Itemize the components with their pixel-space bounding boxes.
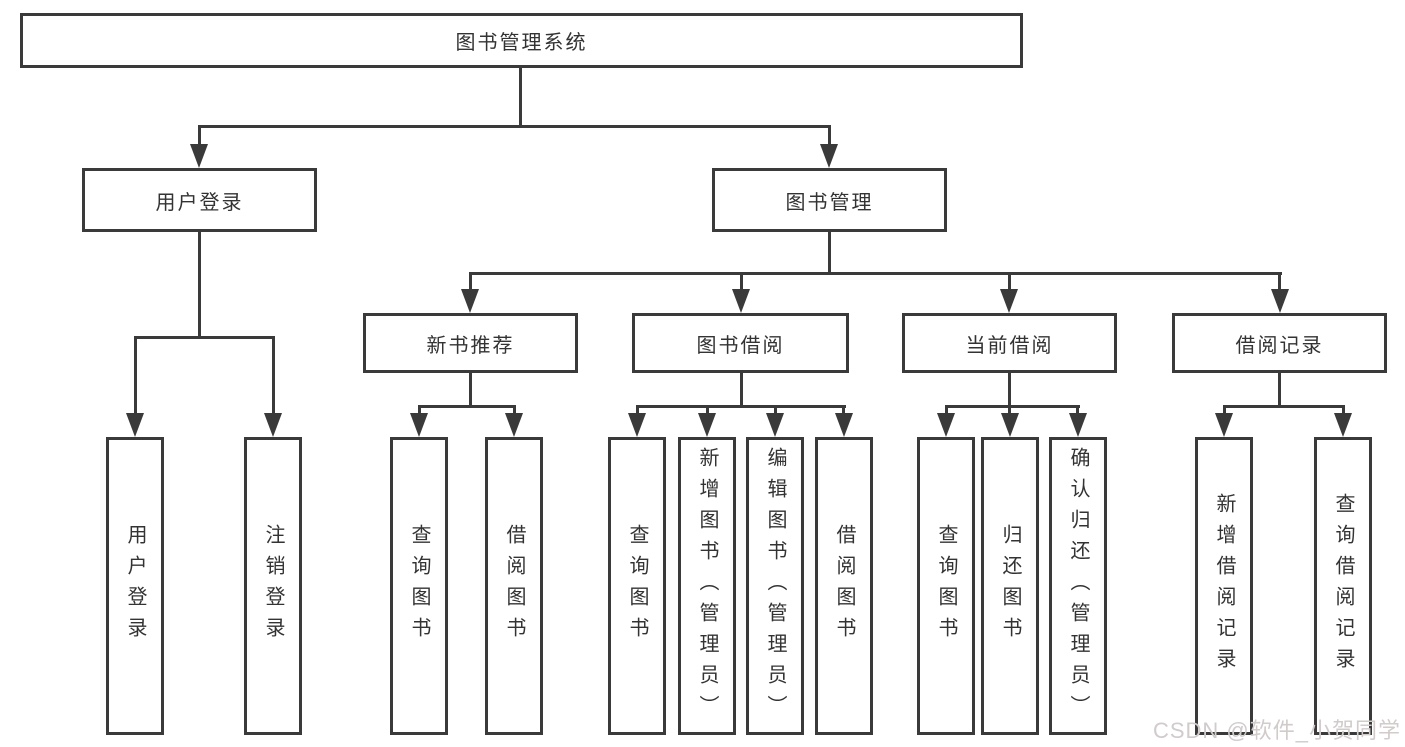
leaf-label: 注销登录 xyxy=(262,524,284,648)
leaf-label: 查询图书 xyxy=(626,524,648,648)
connector-shaft xyxy=(828,125,831,148)
leaf-edit-books-admin: 编辑图书（管理员） xyxy=(746,437,804,735)
arrowhead-down xyxy=(126,413,144,437)
arrowhead-down xyxy=(505,413,523,437)
leaf-label: 归还图书 xyxy=(999,524,1021,648)
node-library-management-system: 图书管理系统 xyxy=(20,13,1023,68)
arrowhead-down xyxy=(835,413,853,437)
connector-level2-rail xyxy=(198,125,831,128)
leaf-query-books: 查询图书 xyxy=(917,437,975,735)
leaf-label: 查询图书 xyxy=(935,524,957,648)
arrowhead-down xyxy=(698,413,716,437)
connector-shaft xyxy=(513,405,516,417)
leaf-confirm-return-admin: 确认归还（管理员） xyxy=(1049,437,1107,735)
connector-book-management-drop xyxy=(828,232,831,272)
connector-shaft xyxy=(1008,272,1011,292)
arrowhead-down xyxy=(410,413,428,437)
arrowhead-down xyxy=(1271,289,1289,313)
connector-book-borrowing-drop xyxy=(740,373,743,405)
arrowhead-down xyxy=(190,144,208,168)
leaf-label: 编辑图书（管理员） xyxy=(764,446,786,726)
connector-new-book-rail xyxy=(418,405,516,408)
connector-borrowing-records-rail xyxy=(1223,405,1345,408)
leaf-label: 借阅图书 xyxy=(833,524,855,648)
connector-level3-rail xyxy=(469,272,1282,275)
connector-shaft xyxy=(1008,405,1011,417)
connector-shaft xyxy=(636,405,639,417)
csdn-watermark: CSDN @软件_小贺同学 xyxy=(1152,718,1401,743)
connector-root-drop xyxy=(519,68,522,125)
leaf-borrow-books: 借阅图书 xyxy=(485,437,543,735)
arrowhead-down xyxy=(264,413,282,437)
arrowhead-down xyxy=(1000,289,1018,313)
connector-shaft xyxy=(272,336,275,416)
leaf-query-books: 查询图书 xyxy=(390,437,448,735)
leaf-user-login: 用户登录 xyxy=(106,437,164,735)
node-borrowing-records: 借阅记录 xyxy=(1172,313,1387,373)
connector-current-borrowing-drop xyxy=(1008,373,1011,405)
connector-new-book-drop xyxy=(469,373,472,405)
node-current-borrowing: 当前借阅 xyxy=(902,313,1117,373)
leaf-add-books-admin: 新增图书（管理员） xyxy=(678,437,736,735)
connector-user-login-drop xyxy=(198,232,201,336)
connector-shaft xyxy=(774,405,777,417)
connector-shaft xyxy=(1278,272,1281,292)
connector-borrowing-records-drop xyxy=(1278,373,1281,405)
leaf-borrow-books: 借阅图书 xyxy=(815,437,873,735)
leaf-label: 新增图书（管理员） xyxy=(696,446,718,726)
leaf-logout: 注销登录 xyxy=(244,437,302,735)
connector-shaft xyxy=(706,405,709,417)
connector-shaft xyxy=(842,405,845,417)
node-label: 图书管理 xyxy=(785,191,874,214)
arrowhead-down xyxy=(461,289,479,313)
connector-shaft xyxy=(945,405,948,417)
arrowhead-down xyxy=(1001,413,1019,437)
leaf-label: 新增借阅记录 xyxy=(1213,493,1235,679)
node-label: 图书借阅 xyxy=(696,334,785,357)
arrowhead-down xyxy=(732,289,750,313)
leaf-return-books: 归还图书 xyxy=(981,437,1039,735)
connector-shaft xyxy=(1223,405,1226,417)
arrowhead-down xyxy=(628,413,646,437)
leaf-label: 查询借阅记录 xyxy=(1332,493,1354,679)
leaf-label: 用户登录 xyxy=(124,524,146,648)
connector-user-login-rail xyxy=(134,336,275,339)
node-label: 借阅记录 xyxy=(1235,334,1324,357)
arrowhead-down xyxy=(766,413,784,437)
arrowhead-down xyxy=(937,413,955,437)
connector-shaft xyxy=(198,125,201,148)
node-book-borrowing: 图书借阅 xyxy=(632,313,849,373)
leaf-query-books: 查询图书 xyxy=(608,437,666,735)
node-label: 新书推荐 xyxy=(426,334,515,357)
leaf-label: 借阅图书 xyxy=(503,524,525,648)
connector-book-borrowing-rail xyxy=(636,405,846,408)
connector-shaft xyxy=(134,336,137,416)
arrowhead-down xyxy=(1069,413,1087,437)
connector-shaft xyxy=(1342,405,1345,417)
connector-shaft xyxy=(418,405,421,417)
connector-shaft xyxy=(740,272,743,292)
node-label: 图书管理系统 xyxy=(455,32,588,54)
node-label: 当前借阅 xyxy=(965,334,1054,357)
connector-shaft xyxy=(469,272,472,292)
node-user-login: 用户登录 xyxy=(82,168,317,232)
node-label: 用户登录 xyxy=(155,191,244,214)
connector-current-borrowing-rail xyxy=(945,405,1080,408)
node-book-management: 图书管理 xyxy=(712,168,947,232)
arrowhead-down xyxy=(820,144,838,168)
leaf-label: 确认归还（管理员） xyxy=(1067,446,1089,726)
connector-shaft xyxy=(1076,405,1079,417)
leaf-query-borrow-record: 查询借阅记录 xyxy=(1314,437,1372,735)
arrowhead-down xyxy=(1215,413,1233,437)
leaf-add-borrow-record: 新增借阅记录 xyxy=(1195,437,1253,735)
leaf-label: 查询图书 xyxy=(408,524,430,648)
node-new-book-recommend: 新书推荐 xyxy=(363,313,578,373)
arrowhead-down xyxy=(1334,413,1352,437)
